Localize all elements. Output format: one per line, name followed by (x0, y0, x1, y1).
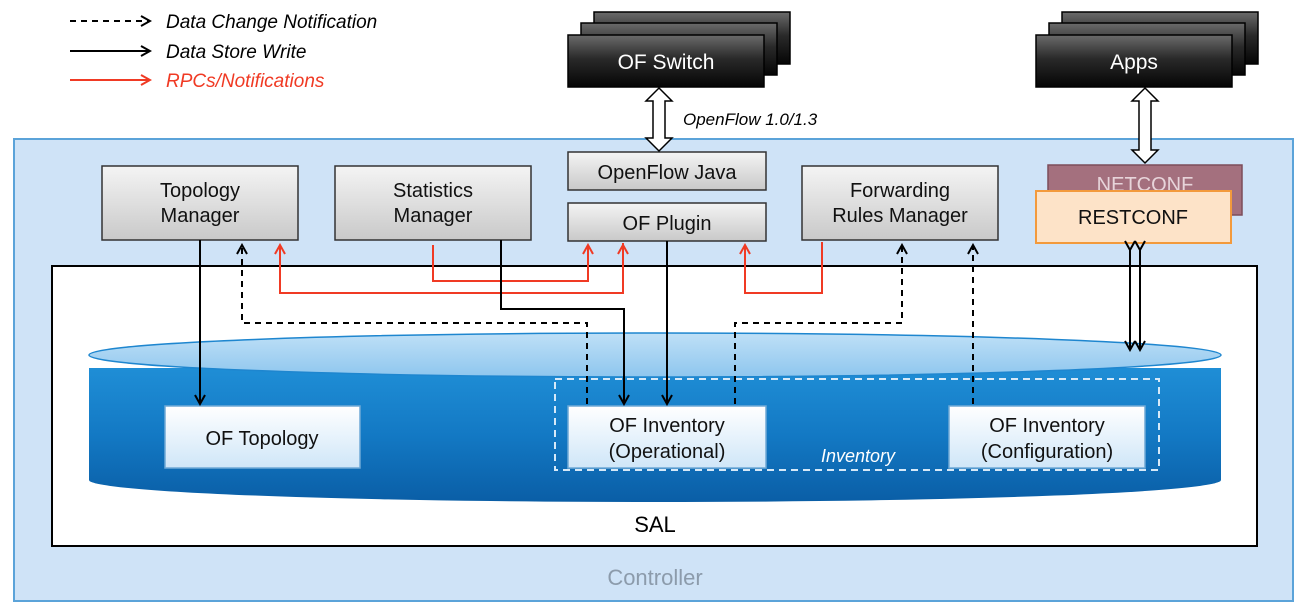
legend: Data Change Notification Data Store Writ… (70, 12, 377, 92)
openflow-version-label: OpenFlow 1.0/1.3 (683, 110, 818, 129)
legend-dashed-label: Data Change Notification (166, 12, 377, 33)
of-plugin-label: OF Plugin (623, 213, 712, 235)
datastore-write-arrows (200, 240, 667, 404)
statistics-manager-box (334, 165, 532, 241)
legend-red-label: RPCs/Notifications (166, 71, 325, 92)
restconf-box (1035, 190, 1232, 244)
of-inventory-configuration-line2: (Configuration) (981, 441, 1113, 463)
sal-label: SAL (634, 512, 676, 537)
topology-manager-box (101, 165, 299, 241)
statistics-manager-line2: Manager (394, 205, 473, 227)
of-inventory-operational-box (567, 405, 767, 469)
openflow-java-label: OpenFlow Java (598, 162, 738, 184)
openflow-double-arrow (644, 86, 674, 153)
topology-manager-line2: Manager (161, 205, 240, 227)
forwarding-rules-manager-line2: Rules Manager (832, 205, 968, 227)
apps-stack (1035, 11, 1259, 88)
restconf-datastore-arrows (1130, 250, 1140, 350)
legend-solid-label: Data Store Write (166, 42, 306, 63)
of-topology-label: OF Topology (205, 428, 318, 450)
of-switch-stack (567, 11, 791, 88)
inventory-label: Inventory (821, 446, 896, 466)
topology-manager-line1: Topology (160, 180, 240, 202)
controller-label: Controller (607, 565, 702, 590)
apps-label: Apps (1110, 51, 1158, 74)
of-switch-label: OF Switch (618, 51, 715, 74)
restconf-label: RESTCONF (1078, 207, 1188, 229)
of-plugin-box (567, 202, 767, 242)
statistics-manager-line1: Statistics (393, 180, 473, 202)
openflow-java-box (567, 151, 767, 191)
of-inventory-operational-line1: OF Inventory (609, 415, 725, 437)
data-change-arrows (242, 245, 973, 404)
forwarding-rules-manager-box (801, 165, 999, 241)
of-inventory-operational-line2: (Operational) (609, 441, 726, 463)
of-inventory-configuration-box (948, 405, 1146, 469)
apps-double-arrow (1130, 86, 1160, 165)
inventory-region (554, 378, 1160, 471)
rpc-arrows (280, 242, 823, 294)
forwarding-rules-manager-line1: Forwarding (850, 180, 950, 202)
of-inventory-configuration-line1: OF Inventory (989, 415, 1105, 437)
of-topology-box (164, 405, 361, 469)
